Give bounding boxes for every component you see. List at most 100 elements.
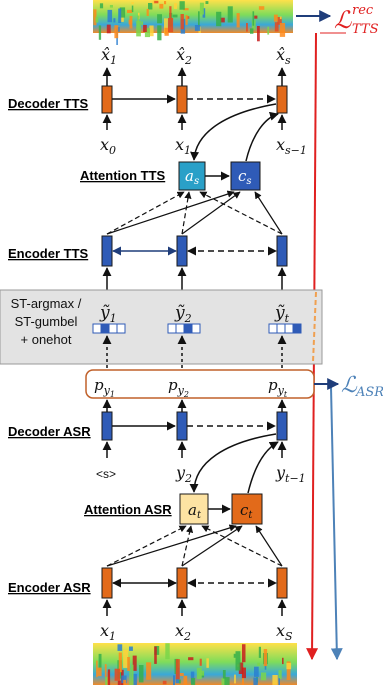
spectrogram-texture [98,25,102,40]
spectrogram-texture [154,646,157,664]
spectrogram-texture [235,651,241,671]
bottom-spectrogram-image [93,643,297,685]
asr-encoder-cell-2 [176,567,188,599]
asr-encoder-input-2: x2 [175,621,191,643]
asr-enc-attn-dash-1 [106,525,187,567]
onehot-vector-2 [167,323,201,334]
asr-encoder-cell-s [276,567,288,599]
tts-decoder-cell-2 [176,85,188,114]
spectrogram-texture [127,657,130,671]
spectrogram-texture [186,16,190,19]
st-label-line1: ST-argmax / [11,296,82,311]
asr-decoder-cell-1 [101,411,113,441]
spectrogram-texture [254,666,259,677]
spectrogram-texture [233,653,236,658]
top-spectrogram-image [93,0,293,45]
spectrogram-texture [157,14,162,24]
tts-attention-weights-label: as [185,167,199,187]
st-band-orange-edge [312,291,317,363]
tts-output-2: x̂2 [176,45,192,67]
spectrogram-texture [175,659,180,680]
tts-enc-ctx-line-1 [106,190,235,235]
spectrogram-texture [220,17,225,23]
spectrogram-texture [152,0,155,5]
spectrogram-texture [173,3,178,9]
asr-input-2: y2 [175,463,192,485]
spectrogram-texture [127,9,133,13]
svg-text:ℒ: ℒ [341,373,358,398]
spectrogram-texture [252,11,255,26]
tts-enc-attn-dash-1 [106,191,185,235]
spectrogram-texture [242,644,246,663]
tts-attention-weights-box [178,161,206,191]
tts-enc-attn-dash-2 [181,191,192,235]
spectrogram-texture [279,16,282,20]
spectrogram-texture [97,667,102,677]
spectrogram-texture [128,19,132,25]
asr-enc-ctx-line-1 [106,524,237,567]
spectrogram-texture [188,657,194,661]
spectrogram-texture [95,16,99,23]
spectrogram-texture [199,670,205,676]
spectrogram-texture [96,660,98,678]
asr-loss-line [330,386,343,661]
spectrogram-texture [137,15,140,28]
spectrogram-texture [162,680,167,685]
spectrogram-texture [132,655,137,671]
spectrogram-texture [114,668,120,681]
tts-output-s: x̂s [276,45,291,67]
st-label-line2: ST-gumbel [15,314,78,329]
spectrogram-texture [143,24,147,32]
svg-text:ASR: ASR [355,385,383,400]
st-output-1: ỹ1 [99,303,117,325]
svg-text:rec: rec [352,3,374,18]
spectrogram-texture [178,679,181,684]
spectrogram-texture [113,18,116,23]
spectrogram-texture [169,6,172,19]
tts-enc-attn-dash-3 [199,191,283,235]
tts-query-arrow [190,103,277,161]
spectrogram-texture [272,675,278,685]
st-output-2: ỹ2 [174,303,192,325]
prob-2: py2 [168,376,189,399]
spectrogram-texture [277,17,282,25]
spectrogram-texture [241,667,246,679]
asr-attention-weights-label: at [188,501,202,521]
spectrogram-texture [286,661,291,681]
spectrogram-texture [254,15,258,19]
spectrogram-texture [185,15,188,26]
spectrogram-texture [279,23,286,37]
spectrogram-texture [148,3,153,10]
tts-output-1: x̂1 [101,45,117,67]
encoder-asr-label: Encoder ASR [8,580,91,595]
onehot-vector-t [268,323,302,334]
spectrogram-texture [180,673,184,677]
spectrogram-texture [224,677,230,685]
spectrogram-texture [183,675,188,685]
tts-enc-ctx-line-2 [181,191,241,235]
spectrogram-texture [173,675,175,685]
asr-encoder-cell-1 [101,567,113,599]
spectrogram-texture [278,670,282,679]
attention-asr-label: Attention ASR [84,502,172,517]
st-estimator-band [0,289,323,365]
asr-loss-label: ℒ ASR [341,373,383,400]
spectrogram-texture [190,671,195,684]
spectrogram-texture [99,3,104,9]
spectrogram-texture [191,677,196,685]
tts-encoder-cell-1 [101,235,113,267]
prob-1: py1 [94,376,115,399]
spectrogram-texture [273,14,278,22]
tts-input-0: x0 [100,135,116,157]
tts-encoder-cell-t [276,235,288,267]
spectrogram-texture [198,11,200,28]
asr-enc-attn-dash-2 [181,525,194,567]
spectrogram-texture [206,658,209,668]
st-label-line3: + onehot [21,332,72,347]
spectrogram-texture [234,674,236,684]
spectrogram-texture [180,14,184,30]
tts-encoder-cell-2 [176,235,188,267]
spectrogram-texture [164,18,168,34]
spectrogram-texture [109,5,113,8]
